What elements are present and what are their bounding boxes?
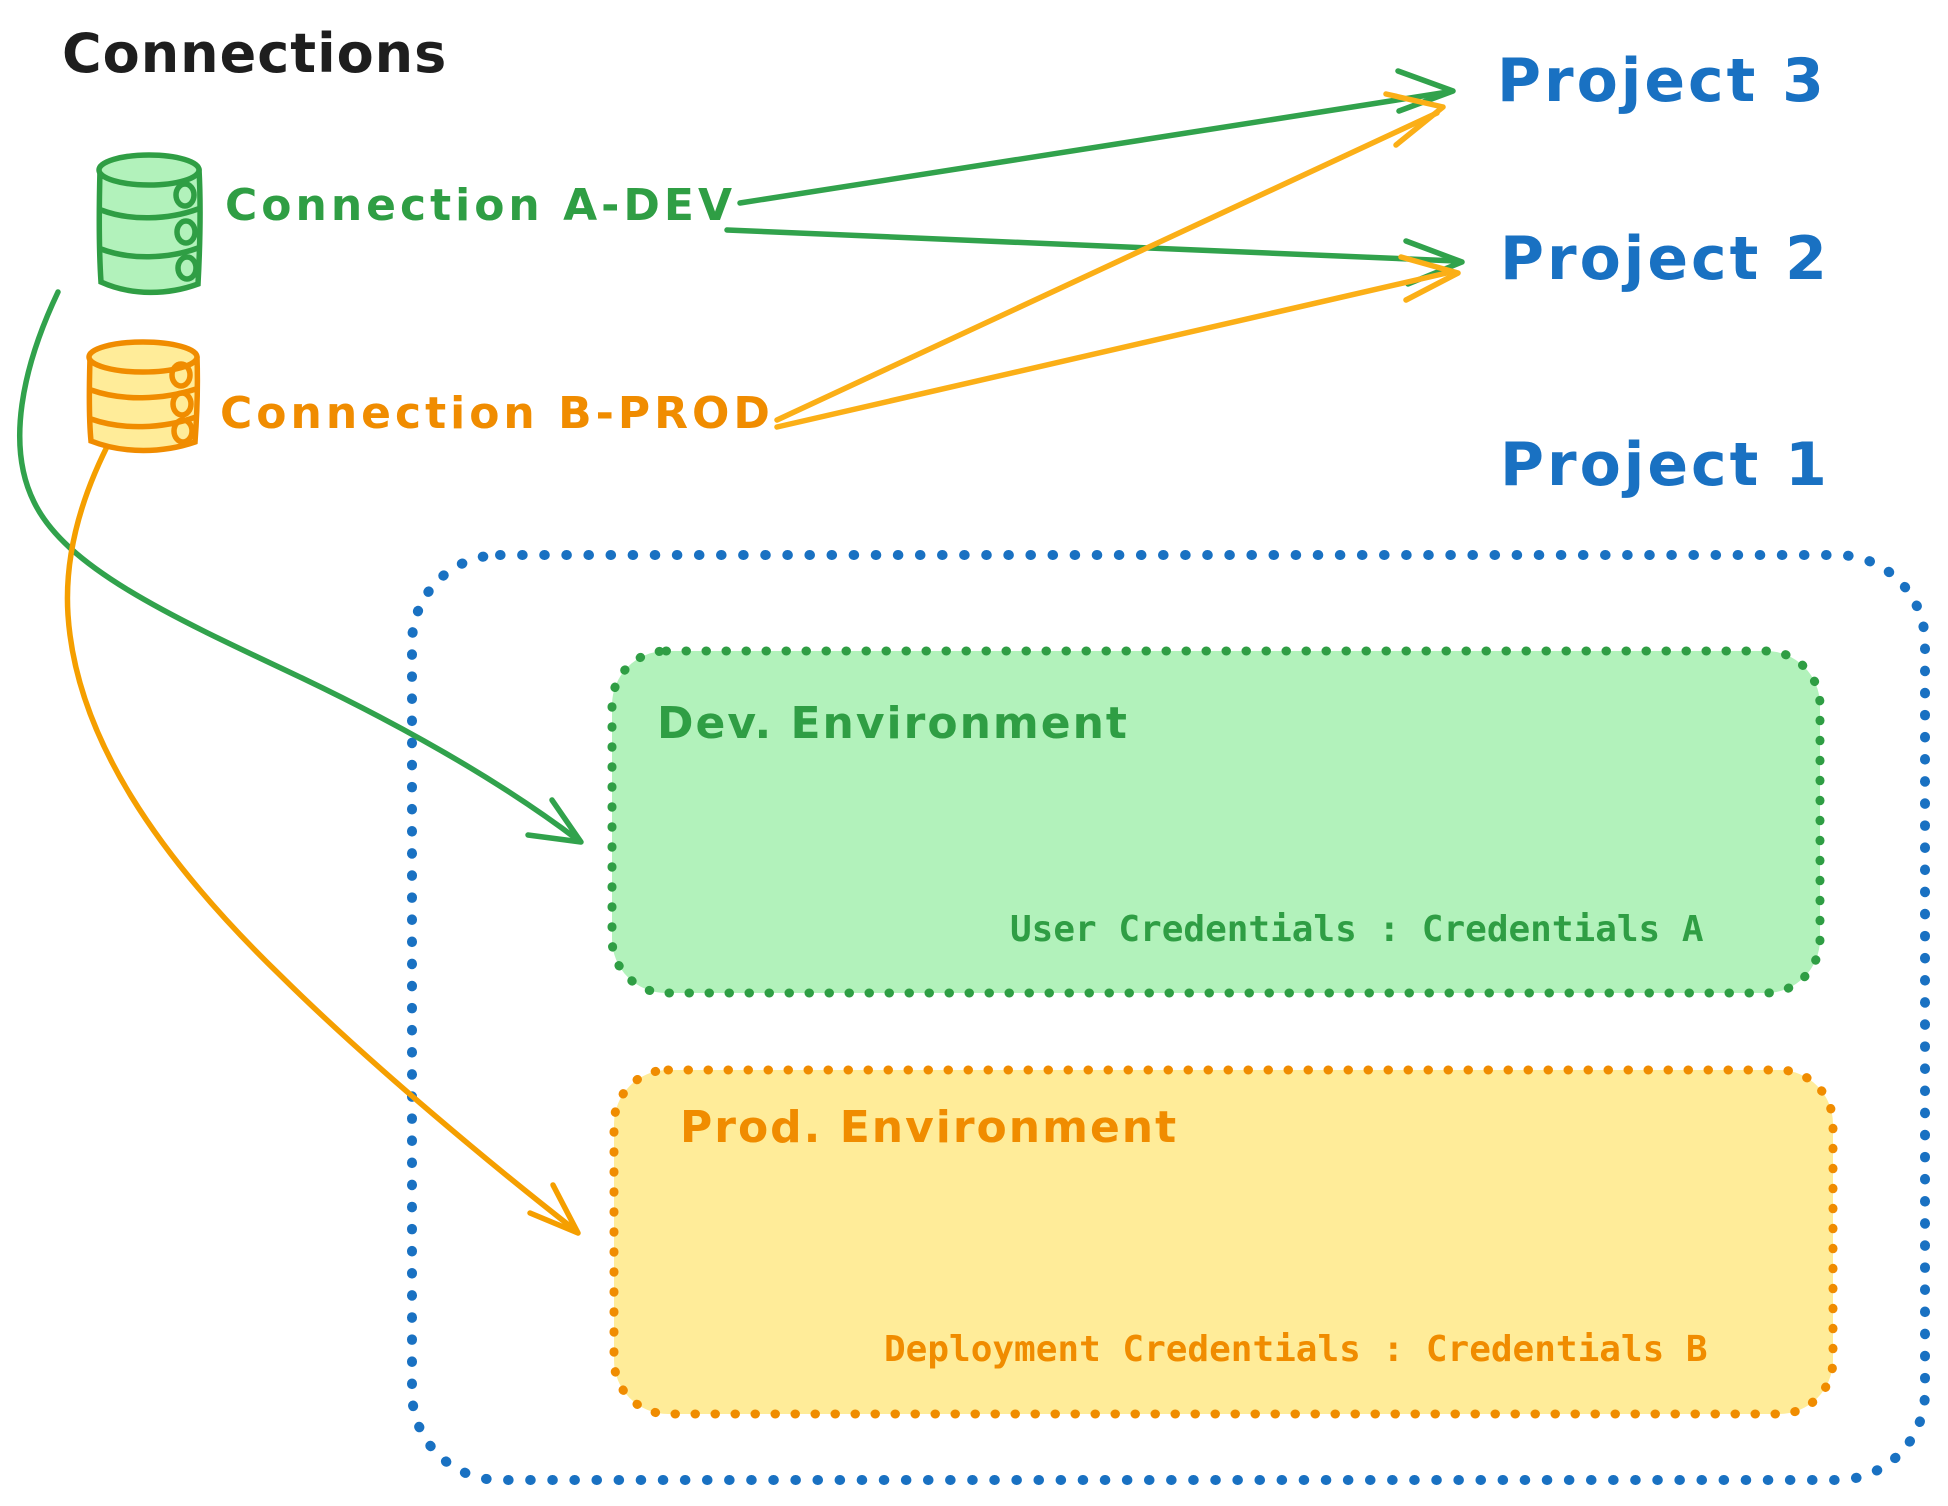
dev-environment-credentials: User Credentials : Credentials A bbox=[1010, 909, 1704, 950]
database-icon-a-dev bbox=[96, 152, 203, 296]
prod-environment-box bbox=[609, 1065, 1838, 1419]
arrowhead-a-dev-dev-environment bbox=[525, 797, 584, 845]
arrow-b-prod-to-project3 bbox=[774, 110, 1440, 423]
arrow-a-dev-to-project3 bbox=[737, 89, 1451, 206]
diagram-title: Connections bbox=[62, 22, 448, 85]
dev-environment-box bbox=[607, 646, 1825, 998]
arrow-b-prod-to-project2 bbox=[774, 269, 1454, 430]
prod-environment-credentials: Deployment Credentials : Credentials B bbox=[884, 1329, 1708, 1370]
arrow-a-dev-to-dev-environment bbox=[17, 289, 581, 843]
arrowhead-b-prod-prod-environment bbox=[527, 1182, 581, 1236]
database-icon-b-prod bbox=[86, 339, 201, 454]
connection-b-prod-label: Connection B-PROD bbox=[220, 388, 774, 439]
arrow-a-dev-to-project2 bbox=[724, 227, 1459, 264]
arrowhead-b-prod-project2 bbox=[1398, 254, 1461, 303]
dev-environment-title: Dev. Environment bbox=[657, 698, 1129, 749]
project1-box bbox=[407, 550, 1930, 1485]
project1-label: Project 1 bbox=[1500, 430, 1830, 500]
connection-a-dev-label: Connection A-DEV bbox=[225, 180, 737, 231]
arrowhead-b-prod-project3 bbox=[1383, 91, 1446, 148]
arrow-b-prod-to-prod-environment bbox=[64, 434, 578, 1233]
project2-label: Project 2 bbox=[1500, 224, 1830, 294]
project3-label: Project 3 bbox=[1497, 46, 1827, 116]
prod-environment-title: Prod. Environment bbox=[680, 1102, 1179, 1153]
